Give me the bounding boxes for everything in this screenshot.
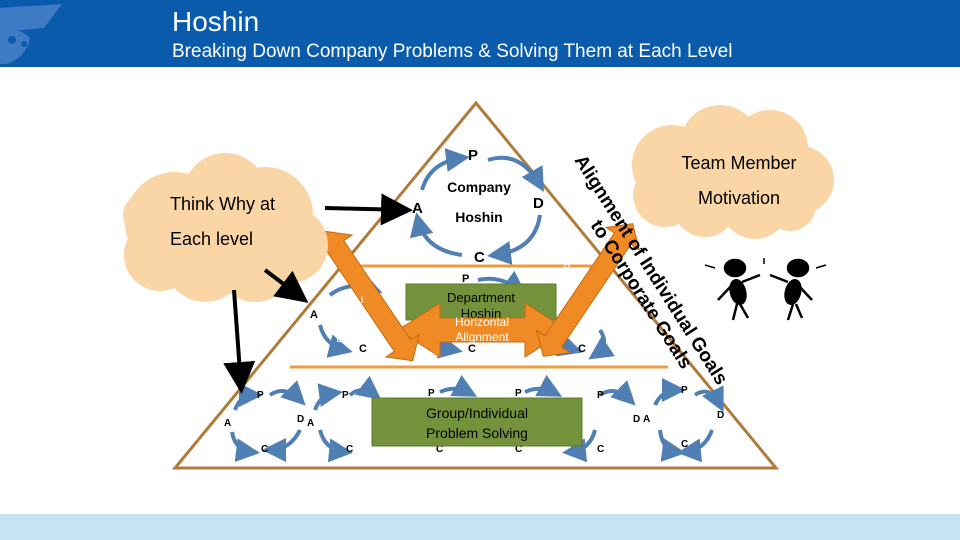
pdca-letters-company: P D C A <box>412 147 544 266</box>
people-high-five-icon <box>704 258 827 321</box>
department-hoshin-label: Department Hoshin <box>447 290 515 321</box>
svg-text:D: D <box>633 414 640 425</box>
svg-text:L: L <box>622 334 628 345</box>
svg-text:E: E <box>556 250 563 261</box>
svg-text:C: C <box>597 444 604 455</box>
svg-text:C: C <box>261 444 268 455</box>
svg-text:R: R <box>563 263 570 274</box>
svg-text:V: V <box>548 237 555 248</box>
svg-text:P: P <box>342 390 349 401</box>
svg-text:A: A <box>643 414 650 425</box>
svg-text:C: C <box>578 343 586 355</box>
svg-text:Horizontal: Horizontal <box>455 315 509 329</box>
svg-text:C: C <box>468 343 476 355</box>
svg-text:C: C <box>436 444 443 455</box>
svg-text:A: A <box>307 418 314 429</box>
svg-text:C: C <box>605 308 612 319</box>
pdca-d: D <box>533 195 544 212</box>
svg-text:Hoshin: Hoshin <box>455 209 502 225</box>
footer-bar <box>0 514 960 540</box>
svg-text:P: P <box>462 273 469 285</box>
think-why-cloud <box>123 153 328 302</box>
think-why-arrows <box>223 193 413 394</box>
svg-text:P: P <box>257 390 264 401</box>
svg-text:A: A <box>224 418 231 429</box>
pdca-a: A <box>412 200 423 217</box>
svg-text:P: P <box>515 388 522 399</box>
svg-text:Hoshin: Hoshin <box>461 306 501 321</box>
hoshin-triangle <box>171 100 780 470</box>
svg-text:D: D <box>297 414 304 425</box>
group-problem-solving-label: Group/Individual Problem Solving <box>426 405 528 441</box>
page-subtitle: Breaking Down Company Problems & Solving… <box>172 41 733 62</box>
svg-text:Department: Department <box>447 290 515 305</box>
svg-text:I: I <box>361 295 364 306</box>
team-motivation-cloud <box>632 105 834 239</box>
arrow-to-group <box>223 289 256 394</box>
pdca-cycles <box>230 148 724 463</box>
svg-text:E: E <box>394 254 401 265</box>
svg-text:C: C <box>515 444 522 455</box>
svg-text:Group/Individual: Group/Individual <box>426 405 528 421</box>
svg-text:Company: Company <box>447 179 511 195</box>
mortarboard-logo-icon <box>0 4 62 64</box>
svg-text:T: T <box>382 280 388 291</box>
page-title: Hoshin <box>172 6 260 37</box>
svg-text:C: C <box>351 308 358 319</box>
svg-text:L: L <box>336 334 342 345</box>
svg-text:P: P <box>428 388 435 399</box>
svg-text:C: C <box>681 439 688 450</box>
svg-text:Motivation: Motivation <box>698 188 780 208</box>
svg-text:Alignment: Alignment <box>455 330 509 344</box>
svg-text:R: R <box>387 267 394 278</box>
svg-text:P: P <box>681 385 688 396</box>
arrow-to-department <box>263 268 309 303</box>
vertical-label-right: V E R T I C A L <box>548 237 629 345</box>
pdca-letters-bottom: P P P P P P A D A D A D C C C C C C <box>224 385 724 455</box>
svg-text:Problem Solving: Problem Solving <box>426 425 528 441</box>
company-hoshin-label: Company Hoshin <box>447 179 511 225</box>
think-why-text: Think Why at Each level <box>170 194 275 249</box>
svg-text:C: C <box>346 444 353 455</box>
svg-text:D: D <box>717 410 724 421</box>
vertical-label-left: V E R T I C A L <box>336 241 405 345</box>
svg-text:V: V <box>399 241 406 252</box>
svg-text:T: T <box>571 276 577 287</box>
vertical-arrow-right <box>535 223 641 357</box>
svg-text:Team Member: Team Member <box>681 153 796 173</box>
horizontal-alignment-label: Horizontal Alignment <box>455 315 509 344</box>
pdca-c: C <box>474 249 485 266</box>
group-problem-solving-box <box>371 397 583 447</box>
svg-text:P: P <box>597 390 604 401</box>
team-motivation-text: Team Member Motivation <box>681 153 796 208</box>
svg-text:Each level: Each level <box>170 229 253 249</box>
svg-text:C: C <box>359 343 367 355</box>
svg-text:Think Why at: Think Why at <box>170 194 275 214</box>
pdca-p: P <box>468 147 478 164</box>
svg-text:I: I <box>600 295 603 306</box>
svg-text:A: A <box>614 321 621 332</box>
svg-text:A: A <box>310 309 318 321</box>
svg-text:A: A <box>344 321 351 332</box>
arrow-to-company <box>324 193 413 226</box>
header-bar: Hoshin Breaking Down Company Problems & … <box>0 0 960 67</box>
